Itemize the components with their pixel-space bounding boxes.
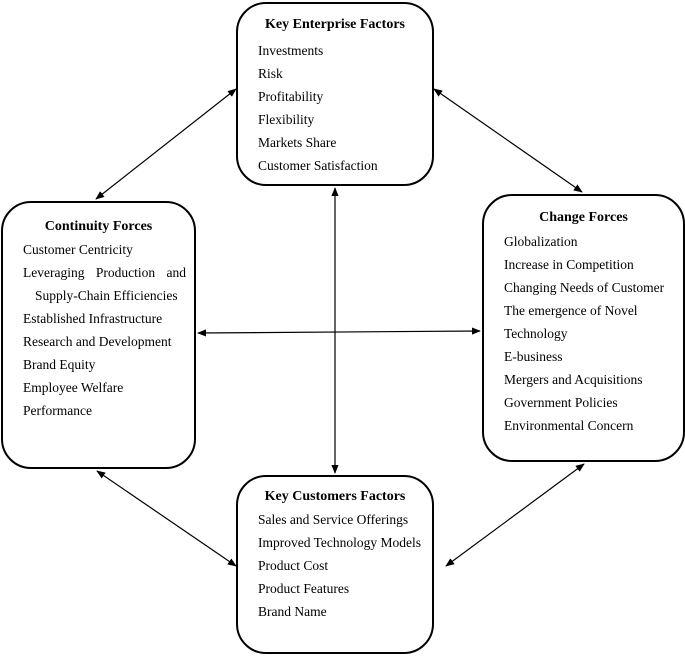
list-item: Environmental Concern (504, 418, 634, 433)
arrow-continuity-customers (96, 470, 237, 567)
change-forces-box: Change Forces Globalization Increase in … (482, 194, 685, 462)
box-title: Key Enterprise Factors (265, 17, 405, 32)
list-item-continuation: Supply-Chain Efficiencies (35, 288, 178, 303)
list-item: Changing Needs of Customer (504, 280, 665, 295)
list-item: Product Features (258, 581, 350, 596)
box-title: Continuity Forces (44, 219, 153, 234)
key-customers-factors-box: Key Customers Factors Sales and Service … (236, 475, 434, 654)
arrow-enterprise-change (433, 88, 583, 193)
list-item: E-business (504, 349, 563, 364)
list-item: The emergence of Novel (504, 303, 638, 318)
list-item: Profitability (258, 89, 324, 104)
box-title: Key Customers Factors (264, 489, 406, 504)
arrow-continuity-change (197, 327, 481, 337)
arrow-enterprise-continuity (95, 88, 237, 200)
list-item: Flexibility (258, 112, 315, 127)
list-item: Employee Welfare (23, 380, 124, 395)
list-item-justified: Leveraging Production and (23, 261, 186, 284)
list-item: Established Infrastructure (23, 311, 163, 326)
word: and (166, 265, 187, 280)
list-item: Mergers and Acquisitions (504, 372, 643, 387)
list-item: Customer Centricity (23, 242, 133, 257)
factor-list: Investments Risk Profitability Flexibili… (258, 39, 378, 177)
force-list: Globalization Increase in Competition Ch… (504, 230, 664, 437)
list-item: Product Cost (258, 558, 329, 573)
list-item: Technology (504, 326, 568, 341)
list-item: Government Policies (504, 395, 618, 410)
list-item: Increase in Competition (504, 257, 634, 272)
force-list: Customer Centricity Leveraging Productio… (23, 238, 186, 422)
box-title: Change Forces (539, 210, 628, 225)
arrow-change-customers (445, 463, 585, 567)
list-item: Markets Share (258, 135, 337, 150)
word: Leveraging (23, 265, 85, 280)
list-item: Brand Name (258, 604, 327, 619)
continuity-forces-box: Continuity Forces Customer Centricity Le… (1, 201, 196, 469)
list-item: Brand Equity (23, 357, 96, 372)
list-item: Performance (23, 403, 92, 418)
list-item: Investments (258, 43, 324, 58)
list-item: Customer Satisfaction (258, 158, 378, 173)
factor-list: Sales and Service Offerings Improved Tec… (258, 508, 421, 623)
word: Production (95, 265, 156, 280)
list-item: Risk (258, 66, 283, 81)
list-item: Improved Technology Models (258, 535, 422, 550)
key-enterprise-factors-box: Key Enterprise Factors Investments Risk … (236, 2, 434, 186)
list-item: Sales and Service Offerings (258, 512, 409, 527)
list-item: Research and Development (23, 334, 172, 349)
list-item: Globalization (504, 234, 578, 249)
